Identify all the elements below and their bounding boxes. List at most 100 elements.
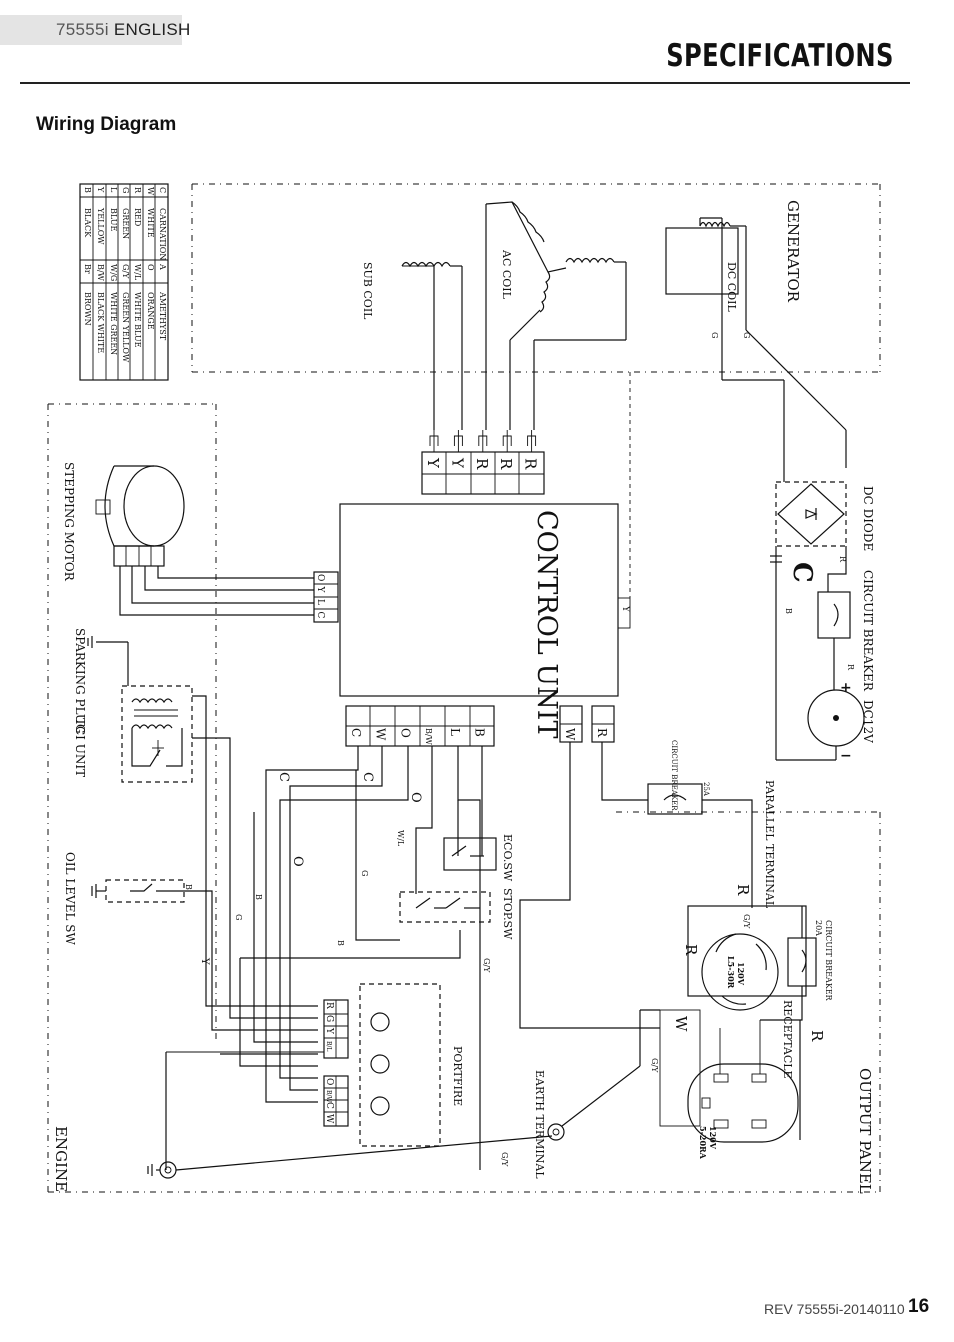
- wire-label-gy4: G/Y: [742, 914, 751, 929]
- portfire-bottom-pin: W: [324, 1114, 334, 1124]
- connector-motor-pin: Y: [315, 586, 325, 594]
- legend-color-name: BLUE: [109, 208, 118, 231]
- legend-code-2: A: [158, 263, 167, 270]
- header-rule: [20, 82, 910, 84]
- page-title: SPECIFICATIONS: [666, 38, 894, 74]
- output-panel-label: OUTPUT PANEL: [856, 1068, 874, 1194]
- legend-code-2: B/W: [96, 264, 105, 282]
- connector-bottom-pin: C: [349, 728, 363, 737]
- l5-model-label: L5-30R: [726, 956, 736, 989]
- legend-color-name: RED: [133, 208, 142, 226]
- engine-label: ENGINE: [52, 1126, 70, 1192]
- legend-code: R: [133, 187, 142, 194]
- legend-color-name: YELLOW: [96, 207, 105, 245]
- dc12v-output-icon: [776, 689, 865, 761]
- minus-terminal: −: [840, 748, 852, 764]
- breaker-25a-icon: [647, 783, 703, 815]
- wire-label-b1: B: [784, 608, 793, 614]
- wire-label-gy1: G/Y: [482, 958, 491, 973]
- legend-code-2: W/G: [109, 264, 118, 281]
- connector-top-terminal: [453, 430, 463, 452]
- wire-label-r-big2: R: [682, 944, 700, 956]
- connector-top-pin: Y: [448, 457, 466, 469]
- connector-top-terminal: [527, 430, 537, 452]
- portfire-top-pin: R: [324, 1002, 334, 1009]
- wire-label-gy2: G/Y: [500, 1152, 509, 1167]
- sparking-plug-label: SPARKING PLUG: [73, 628, 87, 734]
- stop-sw-label: STOP.SW: [501, 888, 514, 940]
- connector-bottom-pin: L: [448, 728, 462, 736]
- model-tab: [0, 15, 182, 45]
- connector-right: W R: [519, 705, 753, 1029]
- tci-unit-label: TCI UNIT: [73, 718, 87, 777]
- generator-label: GENERATOR: [784, 200, 802, 303]
- wire-label-c2: C: [360, 772, 375, 782]
- earth-terminal-icon: [547, 1009, 660, 1141]
- wire-label-y1: Y: [199, 957, 210, 965]
- connector-motor-pin: O: [315, 574, 325, 581]
- legend-color-name: CARNATION: [158, 208, 167, 260]
- wire-label-w-big: W: [672, 1016, 690, 1032]
- portfire-label: PORTFIRE: [451, 1046, 464, 1106]
- legend-code-2: O: [146, 264, 155, 271]
- legend-color-name-2: WHITE GREEN: [109, 292, 118, 355]
- portfire-bottom-pin: O: [324, 1078, 334, 1085]
- connector-portfire-bottom: OB/WCW: [323, 1075, 349, 1127]
- dc-circuit-breaker-icon: [817, 546, 851, 690]
- connector-right-r-label: R: [595, 728, 609, 738]
- legend-color-name: GREEN: [121, 208, 130, 239]
- wire-label-g4: G: [234, 914, 243, 920]
- wire-label-c1: C: [276, 772, 291, 782]
- page-number: 16: [908, 1296, 930, 1317]
- control-unit-label: CONTROL UNIT: [531, 510, 562, 738]
- legend-code: C: [158, 187, 167, 193]
- stepping-motor-icon: [95, 465, 314, 616]
- portfire-top-pin: B/L: [325, 1041, 332, 1051]
- connector-top-terminal: [478, 430, 488, 452]
- wire-label-o2: O: [408, 792, 423, 803]
- generator-frame: [191, 183, 881, 373]
- footer-revision: REV 75555i-20140110: [764, 1301, 905, 1317]
- wire-label-r-big1: R: [734, 884, 752, 896]
- language-label: ENGLISH: [113, 20, 191, 39]
- legend-code: Y: [96, 186, 105, 193]
- stepping-motor-label: STEPPING MOTOR: [62, 462, 76, 582]
- 5-20ra-receptacle-icon: [659, 1009, 801, 1143]
- control-unit-box: [339, 503, 619, 697]
- dc12v-label: DC12V: [861, 700, 875, 743]
- legend-code: B: [83, 187, 92, 193]
- wire-label-g1: G: [710, 332, 719, 338]
- eco-sw-label: ECO.SW: [501, 834, 514, 882]
- eco-switch-icon: [443, 800, 497, 871]
- ac-coil-label: AC COIL: [500, 249, 513, 300]
- portfire-top-pin: G: [324, 1015, 334, 1022]
- capacitor-icon: [770, 546, 782, 760]
- wire-label-g3: G: [360, 870, 369, 876]
- legend-code-2: Br: [83, 264, 92, 274]
- connector-side-label: Y: [620, 605, 630, 613]
- parallel-terminal-label: PARALLEL TERMINAL: [763, 780, 776, 909]
- oil-level-sw-label: OIL LEVEL SW: [63, 852, 77, 946]
- connector-right-w-label: W: [563, 728, 577, 741]
- wire-label-r2: R: [846, 664, 855, 671]
- connector-motor-pin: C: [315, 612, 325, 619]
- connector-side: [617, 597, 631, 629]
- connector-bottom-pin: O: [398, 728, 412, 738]
- breaker-25a-label: 25A: [702, 782, 710, 797]
- ac-coil-icon: [485, 201, 627, 430]
- legend-color-name-2: AMETHYST: [158, 291, 167, 341]
- wire-label-wl: W/L: [396, 830, 405, 847]
- connector-top-pin: R: [497, 458, 515, 470]
- wire-label-g2: G: [742, 332, 751, 338]
- connector-top-pin: Y: [424, 457, 442, 469]
- legend-color-name-2: BLACK WHITE: [96, 292, 105, 353]
- l5-30r-receptacle-icon: [687, 905, 807, 1011]
- legend-color-name-2: WHITE BLUE: [133, 292, 142, 348]
- legend-color-name-2: ORANGE: [146, 292, 155, 330]
- dc-diode-icon: [722, 379, 847, 547]
- connector-bottom-pin: B: [473, 728, 487, 737]
- connector-bottom-pin: B/W: [424, 728, 433, 746]
